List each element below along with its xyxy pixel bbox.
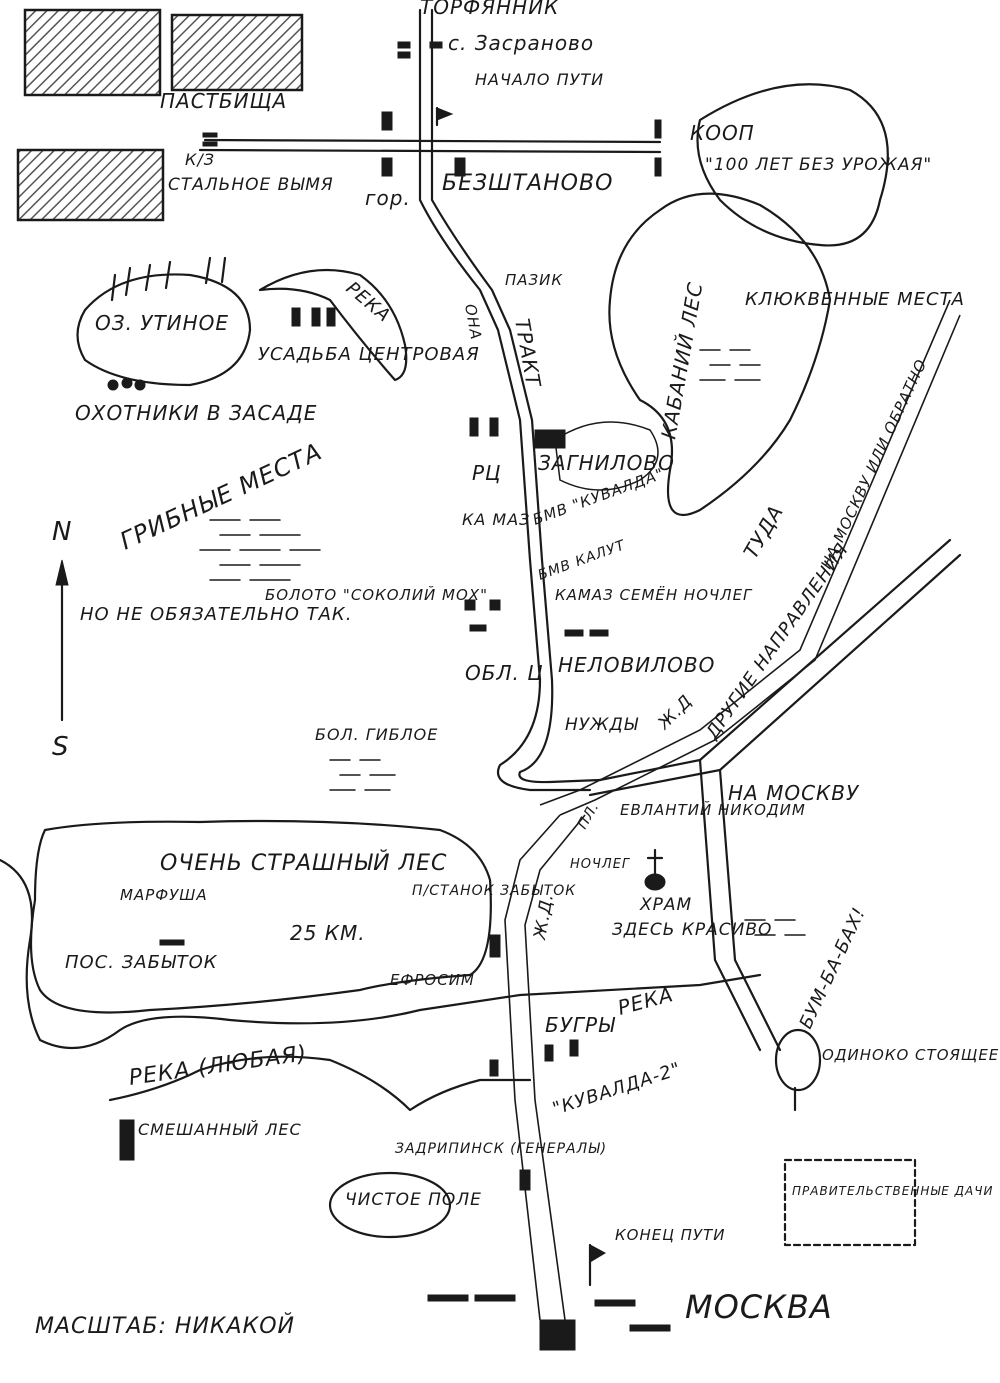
label-other-dirs: ДРУГИЕ НАПРАВЛЕНИЯ xyxy=(701,539,853,743)
label-coop: КООП xyxy=(690,121,755,145)
label-pastures: ПАСТБИЩА xyxy=(160,89,287,113)
label-bmv-kalut: БМВ КАЛУТ xyxy=(536,537,628,584)
label-kuvalda2: "КУВАЛДА-2" xyxy=(550,1058,684,1119)
zagnilovo-outline xyxy=(554,421,659,491)
boar-forest-outline xyxy=(608,192,832,516)
lake-outline xyxy=(76,273,252,387)
temple-icon xyxy=(644,848,666,891)
label-mushrooms: ГРИБНЫЕ МЕСТА xyxy=(116,437,327,555)
scary-forest-outline xyxy=(29,819,492,1014)
label-river2: РЕКА xyxy=(615,982,676,1020)
reed-marks xyxy=(110,256,227,302)
lone-tree xyxy=(774,1028,822,1112)
label-nochleg: НОЧЛЕГ xyxy=(570,857,631,872)
label-nd: Ж.Д xyxy=(654,691,697,734)
main-roads xyxy=(198,8,662,792)
label-ona: ОНА xyxy=(461,303,485,342)
label-mixed-forest: СМЕШАННЫЙ ЛЕС xyxy=(138,1120,302,1139)
river-1 xyxy=(258,268,408,382)
start-flag-icon xyxy=(435,106,454,127)
label-kamaz: КА МАЗ xyxy=(462,510,530,529)
label-beautiful: ЗДЕСЬ КРАСИВО xyxy=(612,920,772,940)
label-estate: УСАДЬБА ЦЕНТРОВАЯ xyxy=(258,344,480,365)
label-bugry: БУГРЫ xyxy=(545,1013,616,1037)
label-boom: БУМ-БА-БАХ! xyxy=(795,904,870,1032)
label-zasranovo: с. Засраново xyxy=(448,31,594,55)
label-tuda: ТУДА xyxy=(739,501,789,563)
label-nelovilovo: НЕЛОВИЛОВО xyxy=(558,653,715,677)
end-flag-icon xyxy=(588,1243,607,1287)
pasture-fields xyxy=(16,8,304,222)
label-swamp: БОЛОТО "СОКОЛИЙ МОХ" xyxy=(265,585,488,604)
label-lone-tree: ОДИНОКО СТОЯЩЕЕ ДЕРЕВО xyxy=(822,1046,1000,1064)
river-2 xyxy=(0,858,762,1050)
label-zagnilovo: ЗАГНИЛОВО xyxy=(538,451,675,475)
label-to-moscow: НА МОСКВУ xyxy=(728,781,860,805)
label-coop-name: "100 ЛЕТ БЕЗ УРОЖАЯ" xyxy=(705,155,932,175)
label-nd2: Ж.Д. xyxy=(530,892,558,942)
label-cranberry: КЛЮКВЕННЫЕ МЕСТА xyxy=(745,289,965,310)
label-stanok: П/СТАНОК ЗАБЫТОК xyxy=(412,883,576,899)
label-boar-forest: КАБАНИЙ ЛЕС xyxy=(656,280,707,441)
label-scale: МАСШТАБ: НИКАКОЙ xyxy=(35,1313,295,1339)
label-nuzhdy: НУЖДЫ xyxy=(565,715,639,735)
label-rc: РЦ xyxy=(472,461,502,485)
compass-arrow xyxy=(55,559,69,722)
label-town-prefix: гор. xyxy=(365,186,411,210)
label-moscow: МОСКВА xyxy=(685,1288,833,1326)
settlement-blocks xyxy=(107,41,671,1351)
label-temple: ХРАМ xyxy=(639,895,692,915)
swamp-marks xyxy=(199,349,806,936)
label-marfusha: МАРФУША xyxy=(120,886,208,904)
label-end: КОНЕЦ ПУТИ xyxy=(615,1226,725,1244)
coop-outline xyxy=(696,83,889,247)
label-oblc: ОБЛ. Ц xyxy=(465,661,544,685)
label-not-necessarily: НО НЕ ОБЯЗАТЕЛЬНО ТАК. xyxy=(80,604,352,625)
label-river-any: РЕКА (ЛЮБАЯ) xyxy=(127,1041,308,1091)
label-evlantiy: ЕВЛАНТИЙ НИКОДИМ xyxy=(620,800,806,819)
gov-dachas-box xyxy=(783,1158,917,1247)
label-kz: К/З xyxy=(185,150,215,169)
label-zabytok: ПОС. ЗАБЫТОК xyxy=(65,952,218,973)
label-pazik: ПАЗИК xyxy=(505,271,563,289)
label-kamaz-semen: КАМАЗ СЕМЁН НОЧЛЕГ xyxy=(555,585,753,604)
label-udder: СТАЛЬНОЕ ВЫМЯ xyxy=(168,175,334,195)
label-clean-field: ЧИСТОЕ ПОЛЕ xyxy=(345,1190,482,1210)
map-labels: ТОРФЯННИК с. Засраново НАЧАЛО ПУТИ ПАСТБ… xyxy=(35,0,1000,1339)
label-north: N xyxy=(52,517,72,547)
label-gibloe: БОЛ. ГИБЛОЕ xyxy=(315,725,438,744)
clean-field-outline xyxy=(328,1171,452,1239)
label-efrosim: ЕФРОСИМ xyxy=(390,971,475,989)
river-2-bank xyxy=(108,1055,532,1112)
label-hunters: ОХОТНИКИ В ЗАСАДЕ xyxy=(75,401,317,425)
label-torfyannik: ТОРФЯННИК xyxy=(420,0,559,19)
label-lake: ОЗ. УТИНОЕ xyxy=(95,311,229,335)
label-zadripinsk: ЗАДРИПИНСК (ГЕНЕРАЛЫ) xyxy=(395,1141,607,1157)
label-start: НАЧАЛО ПУТИ xyxy=(475,70,604,89)
label-town: БЕЗШТАНОВО xyxy=(442,171,613,196)
label-to-moscow-back: НА МОСКВУ ИЛИ ОБРАТНО xyxy=(817,356,930,572)
label-gov-dachas: ПРАВИТЕЛЬСТВЕННЫЕ ДАЧИ xyxy=(792,1184,993,1198)
label-distance: 25 КМ. xyxy=(290,921,366,945)
other-roads xyxy=(588,538,962,1052)
label-pl: ПЛ. xyxy=(575,799,603,832)
label-south: S xyxy=(52,732,70,762)
label-scary-forest: ОЧЕНЬ СТРАШНЫЙ ЛЕС xyxy=(160,850,447,876)
